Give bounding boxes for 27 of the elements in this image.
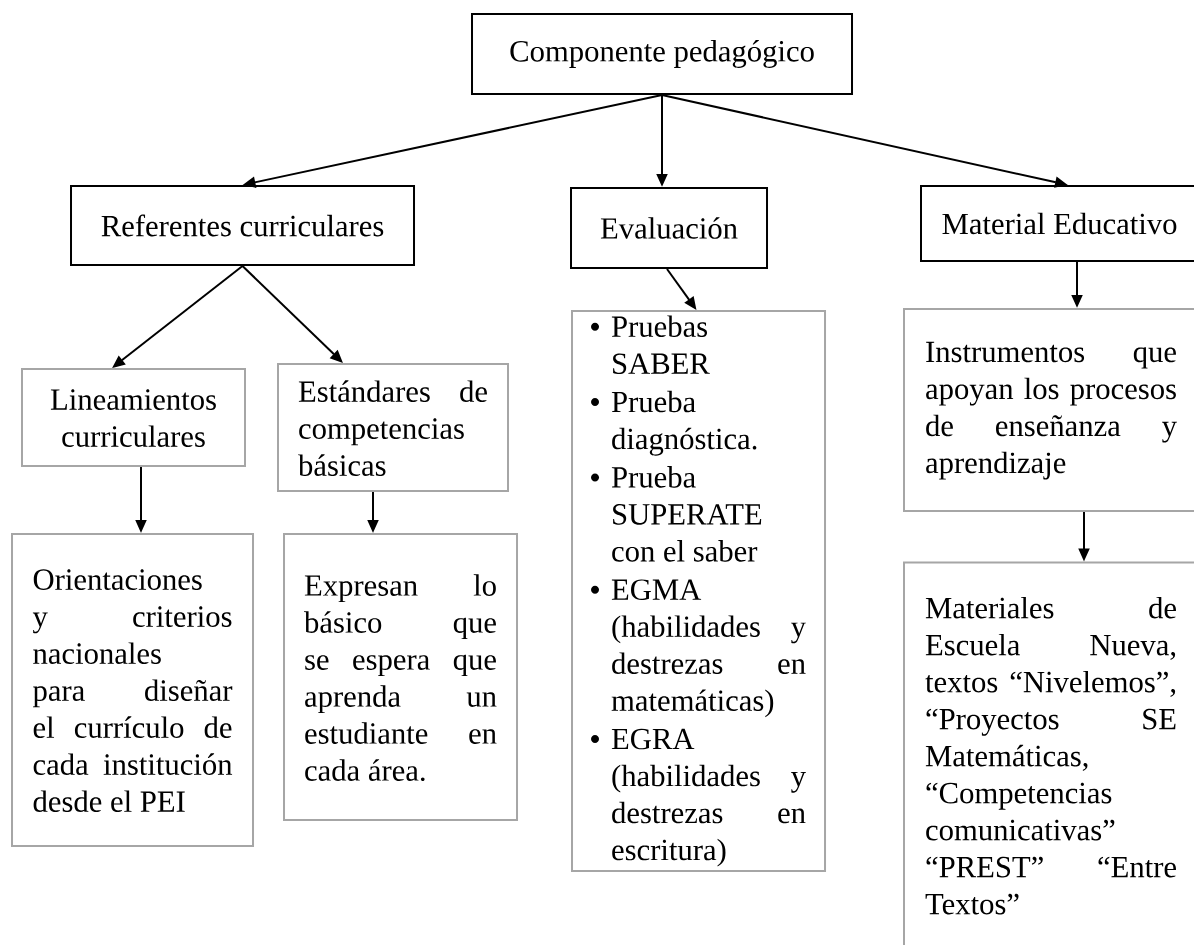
description-box [283, 533, 518, 821]
arrow [241, 265, 343, 363]
node-label: Lineamientos curriculares [50, 389, 216, 447]
description-box [277, 363, 509, 492]
node-label: Componente pedagógico [510, 40, 814, 68]
node-label: EGRA (habilidades y destrezas en escritura) [611, 728, 806, 867]
node-label: EGMA (habilidades y destrezas en matemáticas) [611, 579, 806, 718]
concept-box [920, 185, 1194, 262]
node-label: Material Educativo [942, 212, 1177, 235]
description-box [11, 533, 254, 847]
description-box [903, 561, 1194, 945]
node-label: Orientaciones y criterios nacionales para diseñar el currículo de cada institución desde el PEI [32, 569, 233, 812]
node-label: Prueba diagnóstica. [611, 390, 757, 456]
description-box [903, 308, 1194, 512]
concept-box [471, 13, 853, 95]
node-label: Instrumentos que apoyan los procesos de enseñanza y aprendizaje [926, 341, 1177, 480]
description-box [21, 368, 246, 467]
description-box [571, 310, 826, 872]
node-label: Pruebas SABER [611, 315, 710, 375]
node-label: Referentes curriculares [101, 214, 384, 237]
concept-box [570, 187, 768, 269]
node-label: Materiales de Escuela Nueva, textos “Nivelemos”, “Proyectos SE Matemáticas, “Competencias comunicativas” “PREST” “Entre Textos” [925, 596, 1176, 915]
node-label: Prueba SUPERATE con el saber [611, 466, 762, 562]
node-label: Evaluación [600, 217, 738, 239]
node-label: Expresan lo básico que se espera que aprenda un estudiante en cada área. [304, 574, 497, 782]
node-label: Estándares de competencias básicas [298, 380, 487, 476]
concept-box [70, 185, 415, 266]
